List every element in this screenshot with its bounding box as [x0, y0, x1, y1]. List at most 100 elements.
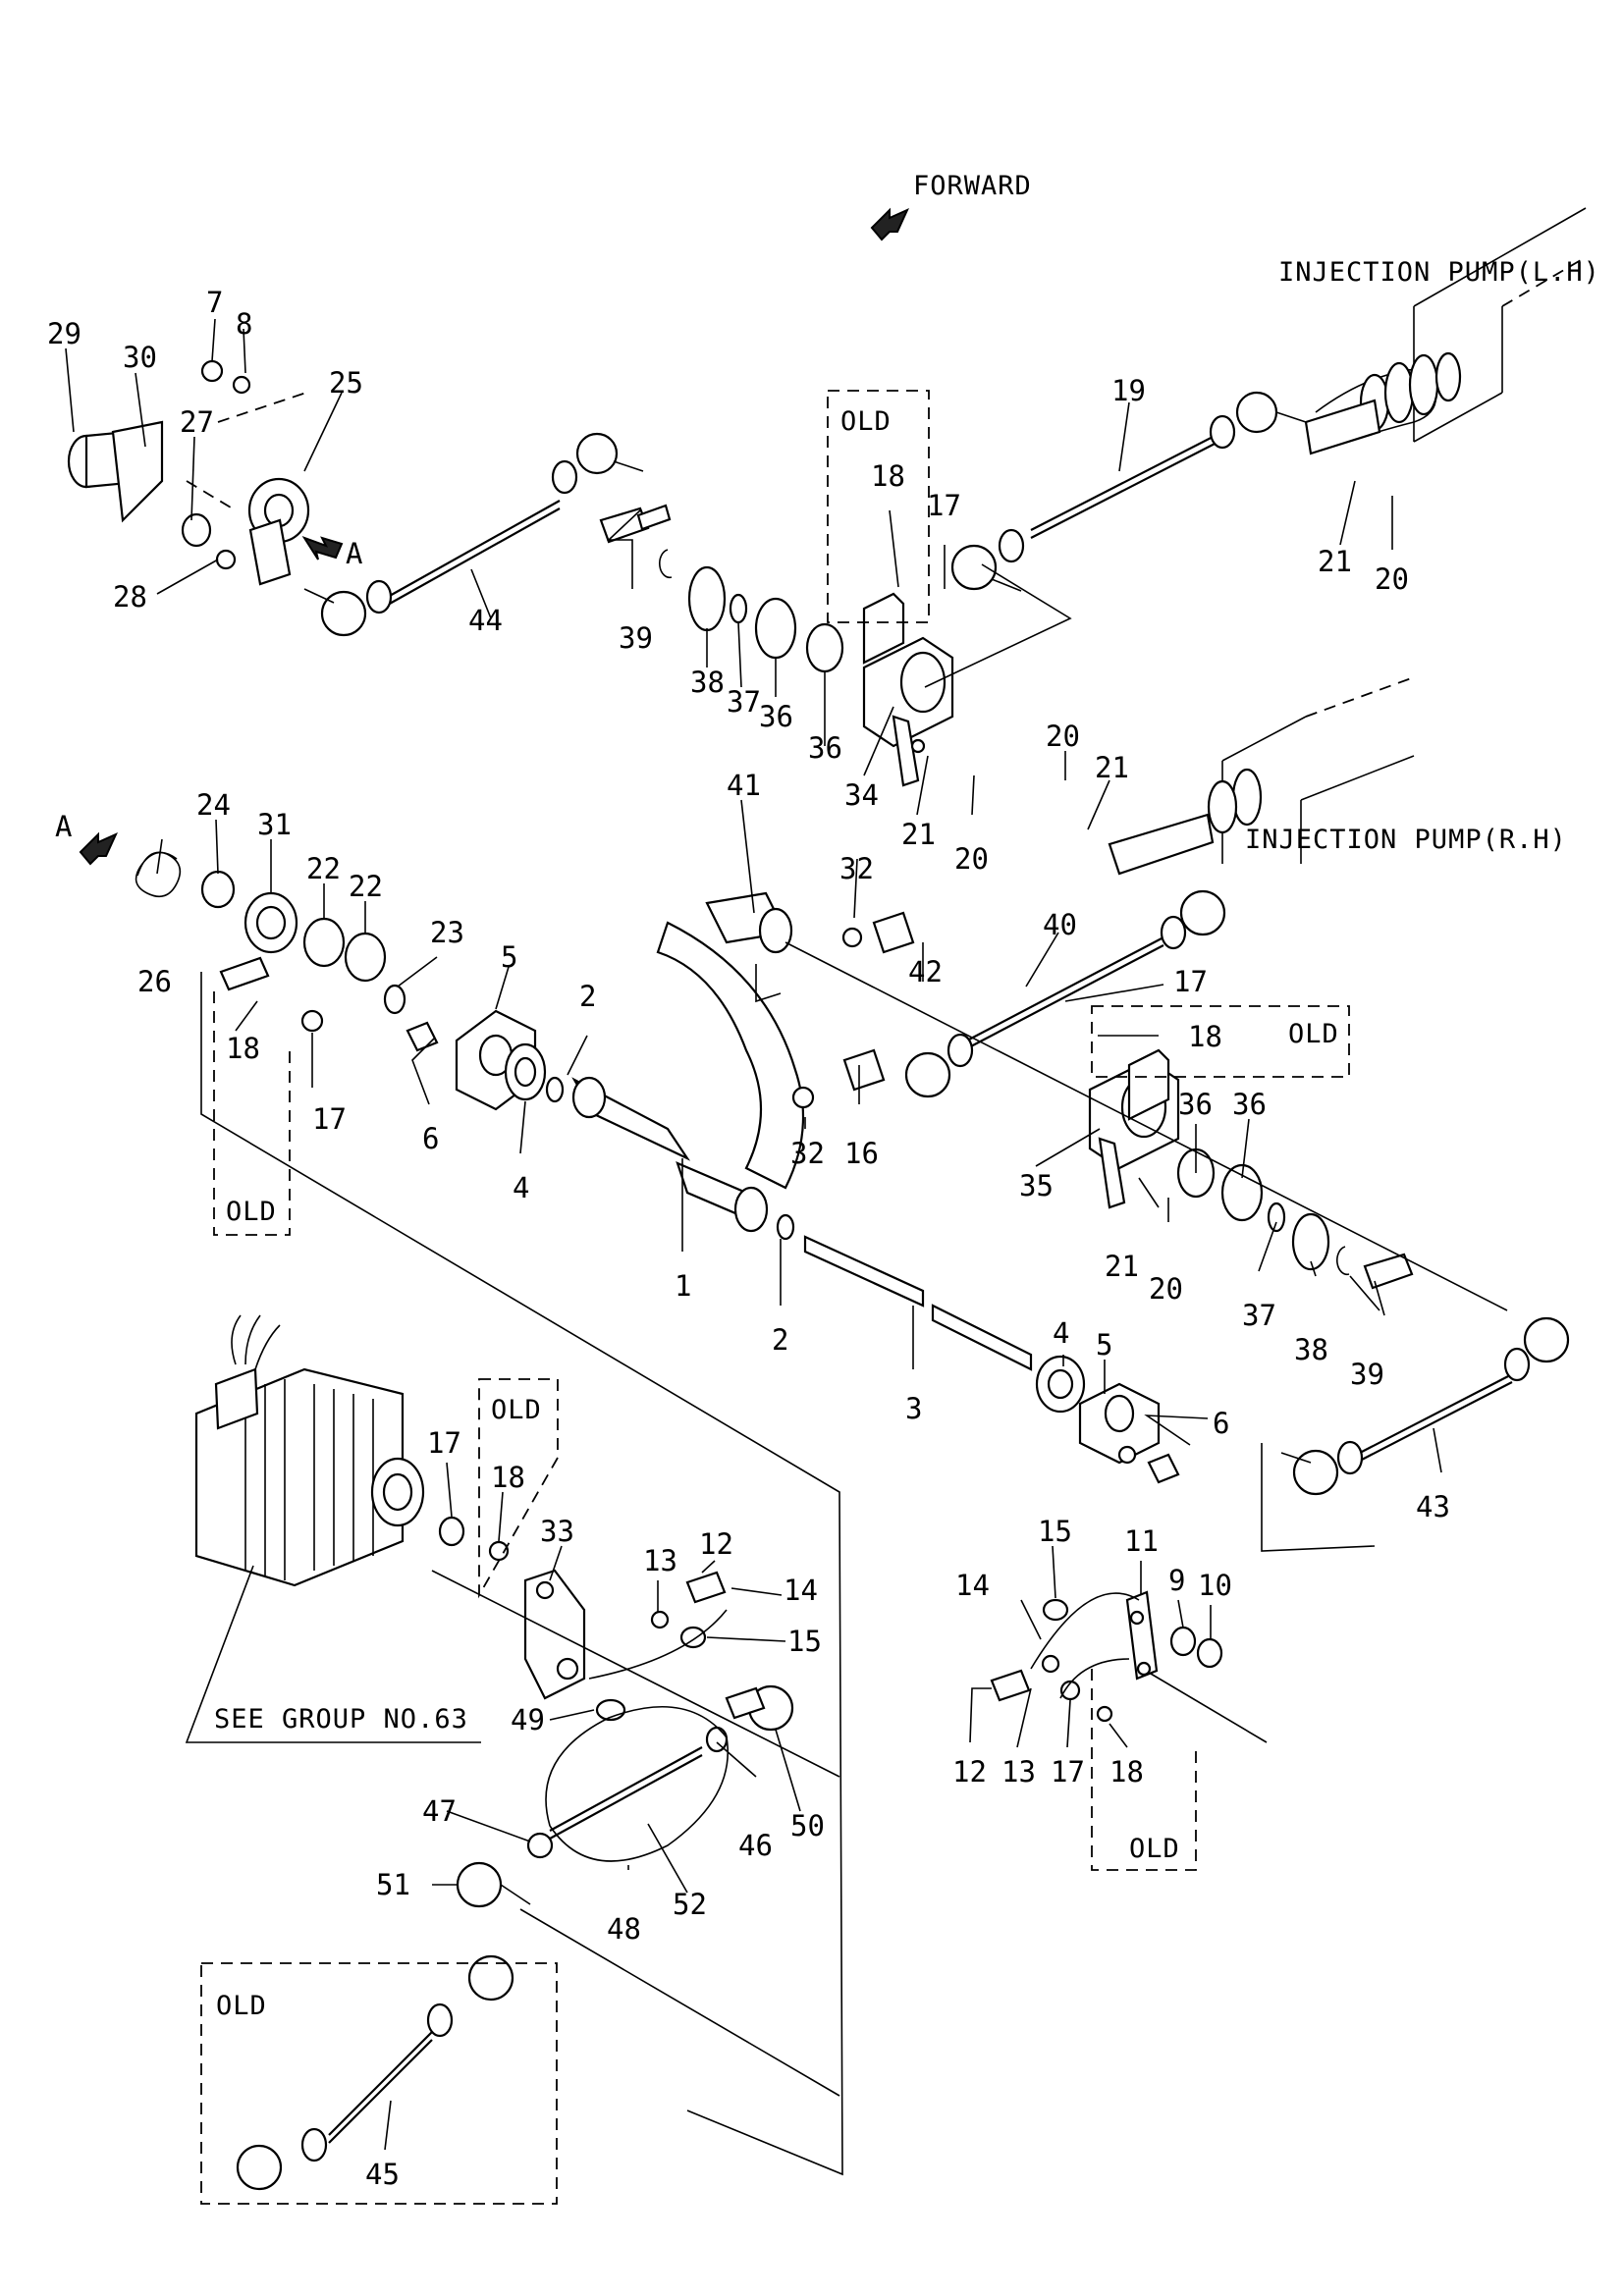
part-label-43: 43 [1416, 1490, 1450, 1523]
part-label-21-right: 21 [1105, 1250, 1139, 1283]
pump-rh-label: INJECTION PUMP(R.H) [1245, 825, 1567, 855]
part-label-50: 50 [790, 1809, 825, 1842]
part-label-36-d: 36 [1232, 1088, 1267, 1121]
part-label-51: 51 [376, 1868, 410, 1901]
part-label-22-a: 22 [306, 852, 341, 885]
part-label-36-c: 36 [1178, 1088, 1213, 1121]
part-label-3: 3 [905, 1392, 922, 1425]
part-label-2-top: 2 [579, 980, 596, 1013]
part-label-23: 23 [430, 916, 464, 949]
part-label-10: 10 [1198, 1569, 1232, 1602]
part-label-20-top: 20 [1375, 562, 1409, 596]
upper-shaft-parts [599, 504, 844, 673]
rod-44 [303, 432, 644, 637]
part-label-47: 47 [422, 1794, 457, 1828]
part-label-35: 35 [1019, 1169, 1054, 1202]
part-label-12-left: 12 [699, 1527, 733, 1561]
lever-25-assembly: A [67, 359, 362, 586]
part-label-38-right: 38 [1294, 1333, 1328, 1366]
see-group-label: SEE GROUP NO.63 [214, 1704, 468, 1735]
rod-43 [1280, 1316, 1570, 1496]
part-label-42: 42 [908, 955, 943, 988]
part-label-38: 38 [690, 666, 725, 699]
bracket-41 [656, 891, 915, 1190]
part-label-22-b: 22 [349, 870, 383, 903]
rod-52-assembly [456, 1684, 794, 1908]
old-label-right: OLD [1288, 1019, 1339, 1049]
part-label-31: 31 [257, 808, 292, 841]
injection-pump-lh: INJECTION PUMP(L.H) [1278, 207, 1600, 455]
arrow-a-label: A [55, 810, 72, 843]
part-label-52: 52 [673, 1888, 707, 1921]
part-label-46: 46 [738, 1829, 773, 1862]
pump-lh-label: INJECTION PUMP(L.H) [1278, 257, 1600, 288]
part-label-9: 9 [1168, 1564, 1185, 1597]
part-label-5-right: 5 [1096, 1328, 1112, 1362]
part-label-24: 24 [196, 788, 231, 822]
part-label-44: 44 [468, 604, 503, 637]
part-label-21-rh: 21 [1095, 751, 1129, 784]
part-label-29: 29 [47, 317, 81, 350]
rod-45-old [236, 1954, 514, 2191]
part-label-15-left: 15 [787, 1625, 822, 1658]
part-label-19: 19 [1111, 374, 1146, 407]
part-label-32-bottom: 32 [790, 1137, 825, 1170]
old-box-right: OLD [1091, 1005, 1350, 1078]
part-label-36-a: 36 [759, 700, 793, 733]
part-label-14-left: 14 [784, 1574, 818, 1607]
part-label-26: 26 [137, 965, 172, 998]
part-label-28: 28 [113, 580, 147, 614]
part-label-39-right: 39 [1350, 1358, 1384, 1391]
see-group-callout: SEE GROUP NO.63 [185, 1565, 481, 1743]
part-label-48: 48 [607, 1912, 641, 1946]
part-label-21-mid: 21 [901, 818, 936, 851]
old-label-left: OLD [226, 1197, 277, 1227]
part-label-37-right: 37 [1242, 1299, 1276, 1332]
part-label-18-left: 18 [226, 1032, 260, 1065]
lever-33 [438, 1516, 728, 1700]
old-box-mid: OLD [478, 1378, 559, 1599]
part-label-17-mid: 17 [427, 1426, 461, 1460]
old-box-bottom: OLD [200, 1962, 558, 2205]
injection-pump-rh: INJECTION PUMP(R.H) [1108, 676, 1567, 876]
part-label-20-right: 20 [1149, 1272, 1183, 1306]
leader-lines [65, 318, 1442, 2151]
old-label-top: OLD [840, 406, 892, 437]
part-label-27: 27 [180, 405, 214, 439]
forward-indicator: FORWARD [870, 171, 1031, 241]
part-label-11: 11 [1124, 1524, 1159, 1558]
actuator-motor [194, 1314, 425, 1587]
part-label-17-top: 17 [927, 489, 961, 522]
part-label-49: 49 [511, 1703, 545, 1736]
part-label-14-right: 14 [955, 1569, 990, 1602]
part-label-18-lower: 18 [1109, 1755, 1144, 1789]
part-label-8: 8 [236, 307, 252, 341]
part-label-2-bottom: 2 [772, 1323, 788, 1357]
part-label-18-right: 18 [1188, 1020, 1222, 1053]
part-label-20-mid: 20 [954, 842, 989, 876]
part-label-1: 1 [675, 1269, 691, 1303]
part-label-12-right: 12 [952, 1755, 987, 1789]
part-label-17-right: 17 [1173, 965, 1208, 998]
part-label-18-mid: 18 [491, 1461, 525, 1494]
part-label-34: 34 [844, 778, 879, 812]
part-label-5-left: 5 [501, 940, 517, 974]
old-label-mid: OLD [491, 1395, 542, 1425]
part-label-36-b: 36 [808, 731, 842, 765]
old-box-left: OLD [213, 991, 291, 1236]
old-label-bottom: OLD [216, 1991, 267, 2021]
part-label-40: 40 [1043, 908, 1077, 941]
part-label-17-left: 17 [312, 1102, 347, 1136]
lever-35 [1088, 1048, 1414, 1290]
old-box-top: OLD [827, 390, 930, 623]
view-a-label: A [346, 537, 362, 570]
part-label-20-rh: 20 [1046, 720, 1080, 753]
part-label-15-right: 15 [1038, 1515, 1072, 1548]
part-label-13-left: 13 [643, 1544, 677, 1577]
assembly-guide-lines [200, 563, 1508, 2176]
part-label-33: 33 [540, 1515, 574, 1548]
part-label-32-top: 32 [839, 852, 874, 885]
part-number-labels: 29 30 7 8 25 27 28 44 39 38 37 36 36 34 … [47, 286, 1450, 2191]
part-label-17-lower: 17 [1051, 1755, 1085, 1789]
part-label-25: 25 [329, 366, 363, 400]
